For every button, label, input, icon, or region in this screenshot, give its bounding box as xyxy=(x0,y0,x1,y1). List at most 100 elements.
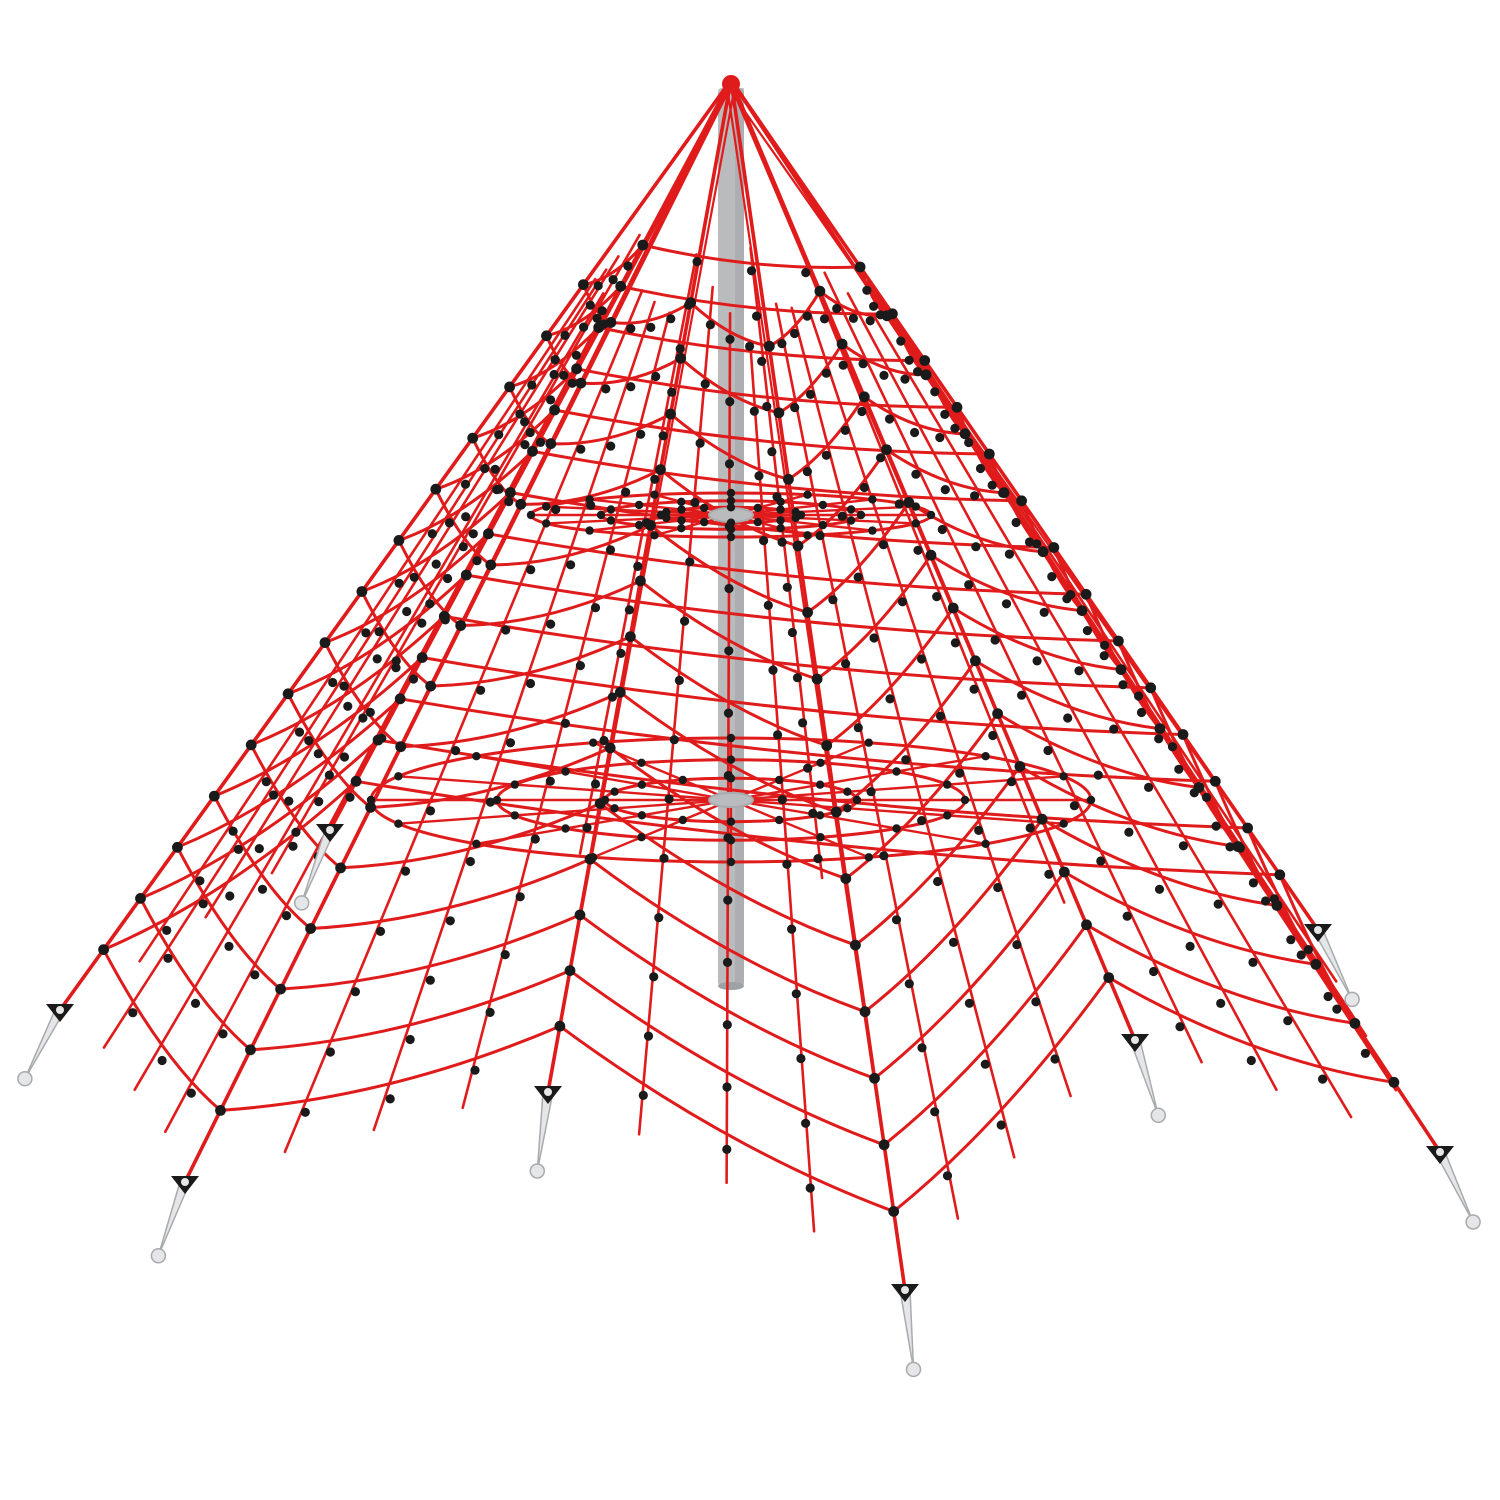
rope-knot xyxy=(505,738,516,748)
rope-knot xyxy=(571,350,582,360)
ground-anchor-icon xyxy=(150,1176,199,1264)
lower-platform-spoke xyxy=(729,755,987,802)
rope-knot xyxy=(811,673,823,685)
rope-knot xyxy=(550,355,560,365)
rope-knot xyxy=(904,355,914,365)
ring-rope xyxy=(907,500,1045,554)
rope-knot xyxy=(325,1047,335,1057)
ring-rope xyxy=(892,976,1111,1213)
rope-knot xyxy=(1043,745,1053,756)
rope-knot xyxy=(848,313,859,323)
rope-knot xyxy=(1025,823,1035,833)
rope-knot xyxy=(726,774,736,783)
rope-knot xyxy=(763,340,775,352)
rope-knot xyxy=(526,510,536,520)
rope-knot xyxy=(726,836,736,845)
rope-knot xyxy=(510,780,519,789)
rope-knot xyxy=(868,526,877,535)
rope-knot xyxy=(224,941,234,952)
rope-knot xyxy=(808,808,818,819)
rope-knot xyxy=(634,520,644,530)
rope-knot xyxy=(559,370,569,380)
rope-knot xyxy=(358,713,368,723)
lower-platform-spoke xyxy=(397,775,733,802)
rope-knot xyxy=(745,341,755,351)
rope-knot xyxy=(866,787,876,797)
rope-knot xyxy=(858,359,868,369)
rope-knot xyxy=(1118,680,1128,690)
rope-knot xyxy=(662,507,671,517)
rope-knot xyxy=(856,510,866,520)
rope-knot xyxy=(919,355,931,366)
ring-rope xyxy=(249,614,446,747)
rope-knot xyxy=(1283,1016,1293,1026)
rope-knot xyxy=(606,441,616,451)
rope-knot xyxy=(590,603,601,613)
face-rope xyxy=(204,255,620,919)
face-rope xyxy=(637,285,715,1136)
rope-knot xyxy=(726,488,736,498)
face-rope xyxy=(865,280,1368,1038)
rope-knot xyxy=(757,356,767,366)
rope-knot xyxy=(525,427,535,438)
rope-knot xyxy=(901,755,911,765)
rope-knot xyxy=(775,775,784,785)
rope-knot xyxy=(753,517,762,527)
rope-knot xyxy=(1037,546,1049,558)
rope-knot xyxy=(590,779,601,789)
rope-knot xyxy=(749,406,759,416)
rope-knot xyxy=(492,795,502,805)
rope-knot xyxy=(391,656,401,666)
rope-knot xyxy=(172,841,183,853)
rope-knot xyxy=(983,448,995,460)
rope-knot xyxy=(372,734,384,746)
lower-platform-spoke xyxy=(592,798,733,859)
rope-knot xyxy=(394,578,404,588)
rope-knot xyxy=(926,510,936,520)
rope-knot xyxy=(1201,792,1212,803)
rope-knot xyxy=(677,497,686,506)
rope-knot xyxy=(1167,742,1178,752)
rope-knot xyxy=(783,473,794,485)
rope-knot xyxy=(215,1105,226,1116)
rope-knot xyxy=(768,665,778,675)
rope-knot xyxy=(680,616,690,626)
rope-knot xyxy=(546,395,556,405)
rope-knot xyxy=(1047,572,1057,582)
rope-knot xyxy=(505,487,516,498)
rope-knot xyxy=(776,524,785,533)
rope-knot xyxy=(904,979,914,989)
anchor-rod xyxy=(899,1289,915,1370)
rope-knot xyxy=(933,876,943,887)
ring-rope xyxy=(609,301,693,325)
rope-knot xyxy=(669,735,679,745)
rope-knot xyxy=(959,428,971,440)
rope-knot xyxy=(1144,782,1154,793)
rope-knot xyxy=(250,970,260,980)
rope-knot xyxy=(854,261,866,273)
rope-knot xyxy=(1274,869,1286,881)
rope-knot xyxy=(650,474,660,484)
rope-knot xyxy=(599,735,609,746)
rope-knot xyxy=(773,730,783,740)
rope-knot xyxy=(574,909,586,921)
rope-knot xyxy=(98,944,109,955)
rope-knot xyxy=(282,688,294,700)
rope-knot xyxy=(900,374,910,384)
rope-knot xyxy=(525,678,536,689)
rope-knot xyxy=(879,851,889,861)
rope-knot xyxy=(787,924,797,934)
rope-knot xyxy=(887,308,898,320)
rope-knot xyxy=(635,575,646,587)
rope-knot xyxy=(869,1072,880,1084)
ring-rope xyxy=(459,579,642,627)
rope-knot xyxy=(942,1171,953,1181)
rope-knot xyxy=(465,856,475,867)
clamp-eye xyxy=(1129,1034,1141,1046)
anchor-ball xyxy=(17,1070,33,1087)
rope-knot xyxy=(490,464,500,474)
rope-knot xyxy=(416,652,428,663)
rope-knot xyxy=(566,560,576,570)
rope-knot xyxy=(275,983,286,995)
rope-knot xyxy=(695,438,705,448)
